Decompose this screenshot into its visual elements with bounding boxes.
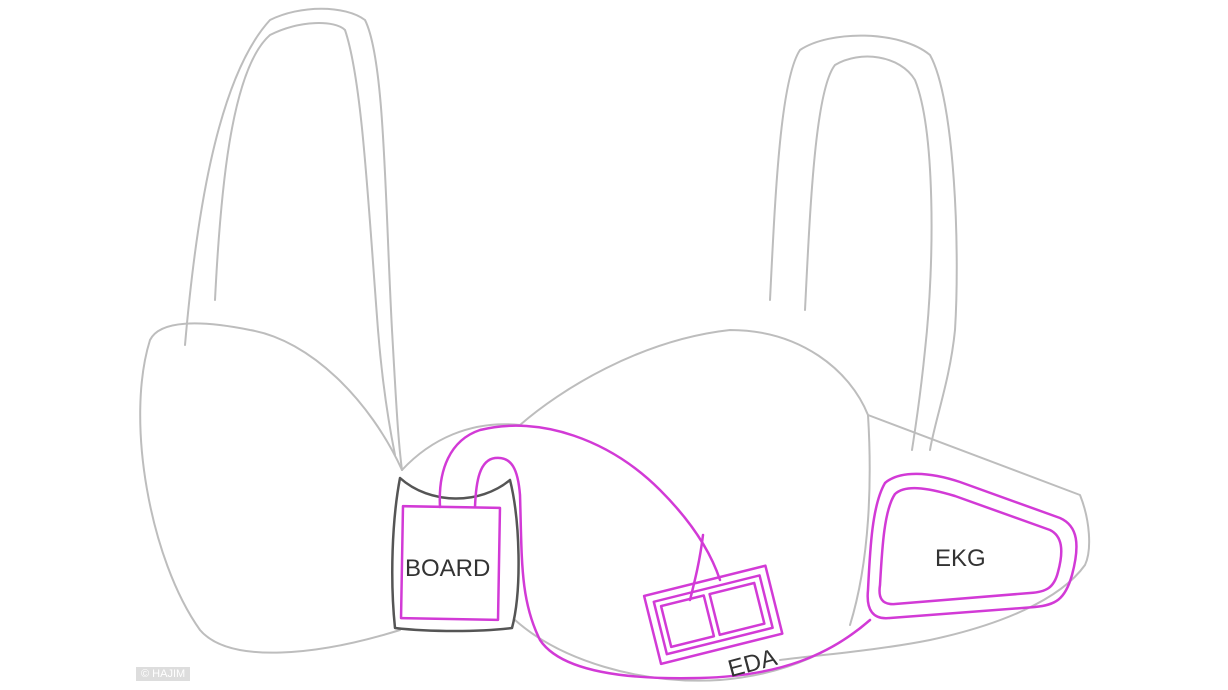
wire-eda-branch — [688, 533, 705, 602]
image-credit: © HAJIM — [136, 667, 191, 681]
board-module — [399, 504, 502, 622]
wire-board-to-eda-upper — [438, 424, 722, 582]
board-housing — [391, 476, 520, 633]
left-strap-inner — [214, 22, 396, 456]
eda-sensor — [642, 564, 784, 666]
right-cup-top — [401, 329, 1091, 661]
wire-board-loop — [473, 456, 872, 680]
left-cup — [139, 322, 403, 654]
band-line — [849, 414, 871, 626]
ekg-sensor-inner — [878, 486, 1063, 606]
ekg-label: EKG — [935, 545, 986, 572]
board-label: BOARD — [405, 555, 491, 582]
right-strap-outer — [769, 34, 958, 451]
right-cup-bottom — [514, 619, 871, 682]
right-strap-inner — [804, 55, 933, 451]
left-strap-outer — [184, 7, 403, 471]
ekg-sensor-outer — [866, 472, 1078, 620]
